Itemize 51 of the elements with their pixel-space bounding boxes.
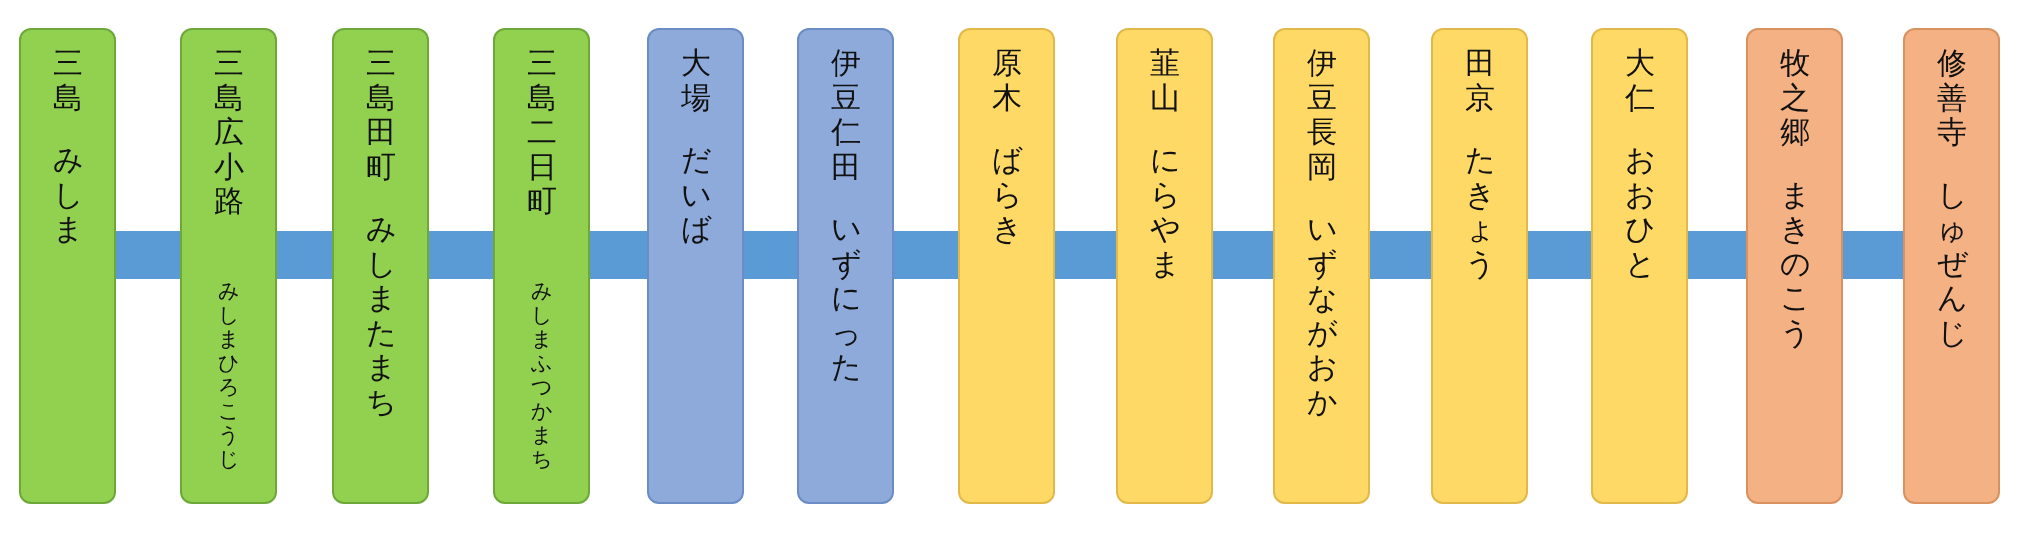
track-line xyxy=(1213,231,1273,279)
station-reading: まきのこう xyxy=(1779,177,1810,350)
station-name: 原木 xyxy=(991,46,1022,115)
station-box xyxy=(1273,28,1370,504)
station-reading: みしま xyxy=(52,143,83,247)
track-line xyxy=(429,231,493,279)
station-reading: みしまたまち xyxy=(365,212,396,419)
track-line xyxy=(744,231,797,279)
track-line xyxy=(1688,231,1746,279)
station-name: 三島田町 xyxy=(365,46,396,184)
station-reading: しゅぜんじ xyxy=(1936,177,1967,350)
station-name: 田京 xyxy=(1464,46,1495,115)
station-box xyxy=(1591,28,1688,504)
station-box xyxy=(1746,28,1843,504)
station-name: 三島広小路 xyxy=(213,46,244,219)
station-box xyxy=(19,28,116,504)
station-reading: みしまふつかまち xyxy=(531,278,552,472)
station-reading: ばらき xyxy=(991,143,1022,247)
station-box xyxy=(797,28,894,504)
station-box xyxy=(332,28,429,504)
track-line xyxy=(590,231,647,279)
station-name: 大場 xyxy=(680,46,711,115)
station-name: 韮山 xyxy=(1149,46,1180,115)
station-box xyxy=(647,28,744,504)
station-box xyxy=(180,28,277,504)
station-reading: みしまひろこうじ xyxy=(218,278,239,472)
station-name: 牧之郷 xyxy=(1779,46,1810,150)
station-reading: おおひと xyxy=(1624,143,1655,281)
station-name: 三島 xyxy=(52,46,83,115)
station-reading: だいば xyxy=(680,143,711,247)
track-line xyxy=(1528,231,1591,279)
station-name: 伊豆長岡 xyxy=(1306,46,1337,184)
track-line xyxy=(1055,231,1116,279)
track-line xyxy=(894,231,958,279)
station-name: 大仁 xyxy=(1624,46,1655,115)
station-reading: たきょう xyxy=(1464,143,1495,281)
station-reading: いずながおか xyxy=(1306,212,1337,419)
track-line xyxy=(277,231,332,279)
track-line xyxy=(1370,231,1431,279)
station-box xyxy=(1903,28,2000,504)
station-box xyxy=(493,28,590,504)
track-line xyxy=(116,231,180,279)
station-name: 三島二日町 xyxy=(526,46,557,219)
station-reading: にらやま xyxy=(1149,143,1180,281)
station-reading: いずにった xyxy=(830,212,861,385)
track-line xyxy=(1843,231,1903,279)
station-name: 修善寺 xyxy=(1936,46,1967,150)
station-box xyxy=(1431,28,1528,504)
station-box xyxy=(1116,28,1213,504)
station-box xyxy=(958,28,1055,504)
station-name: 伊豆仁田 xyxy=(830,46,861,184)
